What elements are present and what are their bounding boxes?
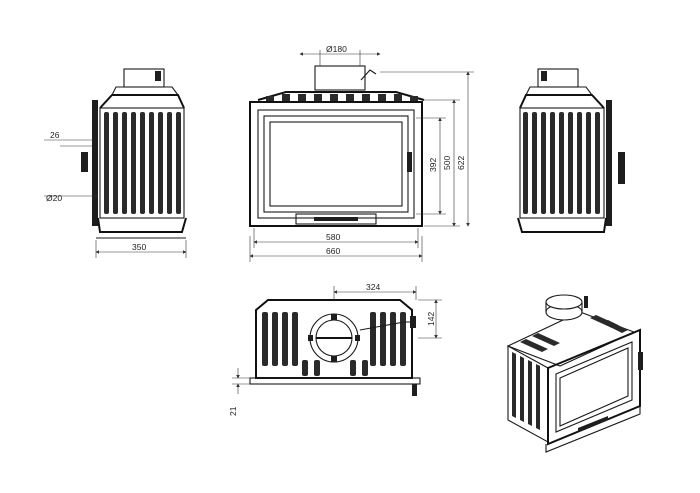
iso-ash-drawer <box>578 416 608 432</box>
ash-drawer <box>295 213 377 225</box>
dim-door-width: 580 <box>326 232 340 242</box>
door-handle <box>81 152 88 172</box>
right-door-frame-edge <box>606 100 612 226</box>
front-view <box>249 50 474 262</box>
right-top-hood <box>519 94 605 109</box>
right-side-body <box>519 107 605 219</box>
dim-side-pipe-diameter: Ø20 <box>46 193 62 203</box>
dim-door-height: 500 <box>442 156 452 170</box>
damper-lever <box>360 69 377 81</box>
side-body <box>99 107 185 219</box>
right-door-handle <box>618 152 625 184</box>
front-outer-frame <box>249 101 423 227</box>
top-front-frame <box>249 377 421 385</box>
front-door-handle <box>407 152 412 172</box>
top-view <box>232 286 442 396</box>
dim-total-width: 660 <box>326 246 340 256</box>
iso-top-fins <box>520 315 628 352</box>
door-frame-edge <box>92 100 98 226</box>
right-side-fins <box>523 112 600 214</box>
isometric-view <box>506 294 643 453</box>
iso-glass <box>555 341 633 433</box>
right-side-base <box>517 217 607 233</box>
iso-front-frame <box>547 328 641 446</box>
iso-handle <box>638 352 643 370</box>
dim-side-offset: 26 <box>50 130 60 140</box>
glass-panel <box>263 115 409 213</box>
left-side-view <box>44 68 187 258</box>
dim-top-depth: 142 <box>426 312 436 326</box>
front-door <box>257 109 415 219</box>
dim-side-depth: 350 <box>132 242 146 252</box>
dim-total-height: 622 <box>456 156 466 170</box>
side-fins <box>104 112 181 214</box>
dim-top-offset: 324 <box>366 282 380 292</box>
flue-handle <box>155 71 161 81</box>
dim-glass-height: 392 <box>428 158 438 172</box>
right-side-view <box>517 68 625 233</box>
dim-base-offset: 21 <box>228 406 238 416</box>
front-top-fins <box>266 94 418 102</box>
front-flue-collar <box>314 65 366 91</box>
dim-flue-diameter: Ø180 <box>326 44 347 54</box>
side-base <box>97 217 187 233</box>
top-hood <box>99 94 185 109</box>
top-damper-handle <box>410 316 416 328</box>
iso-side-fins <box>512 352 540 430</box>
